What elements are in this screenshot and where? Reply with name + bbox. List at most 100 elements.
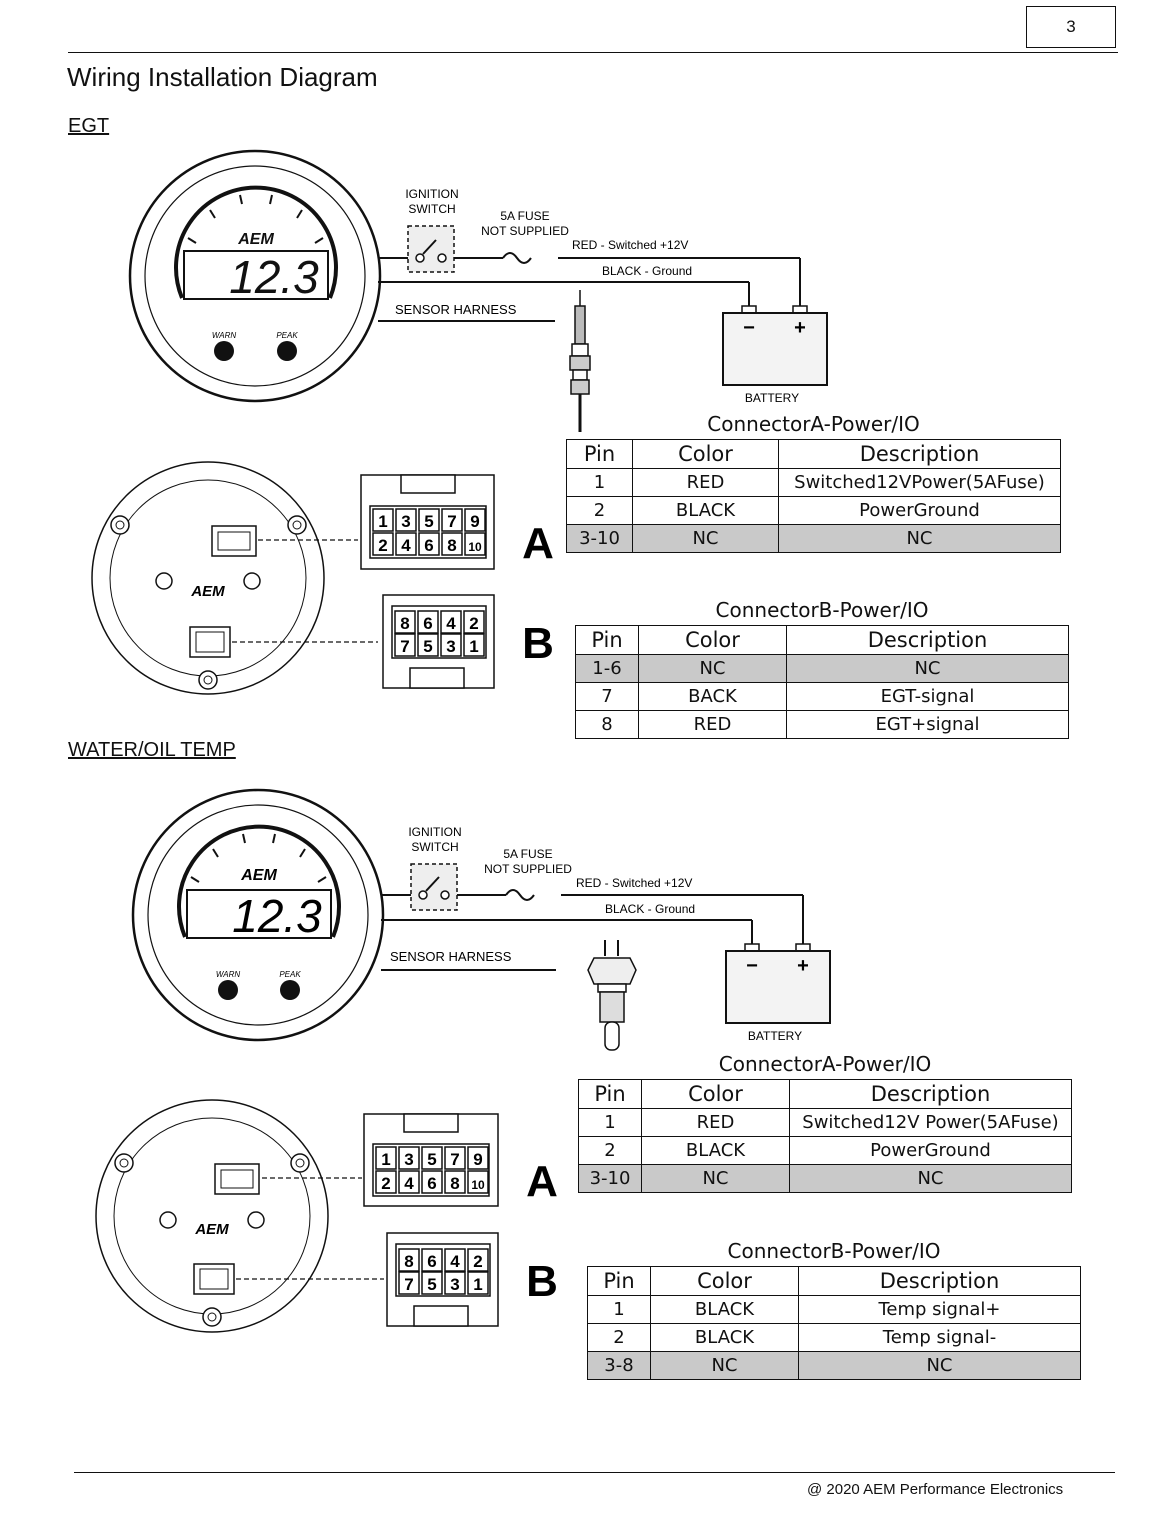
pin-number-b-top: 4 [446, 614, 456, 633]
pin-cell: 1 [566, 468, 633, 497]
description-cell: NC [789, 1164, 1072, 1193]
table-row: 2 BLACK PowerGround [566, 496, 1061, 525]
sensor-harness-label: SENSOR HARNESS [395, 302, 517, 317]
pin-number-a-top: 9 [473, 1150, 482, 1169]
color-cell: BLACK [650, 1323, 799, 1352]
pin-cell: 2 [566, 496, 633, 525]
pin-number-a-bottom: 2 [381, 1174, 390, 1193]
table-row: 1 BLACK Temp signal+ [587, 1295, 1081, 1324]
pin-box [372, 532, 394, 556]
color-cell: BLACK [650, 1295, 799, 1324]
pin-box [394, 633, 416, 657]
table-row: 1 RED Switched12VPower(5AFuse) [566, 468, 1061, 497]
table-header-row: Pin Color Description [575, 625, 1069, 655]
sensor-harness-label: SENSOR HARNESS [390, 949, 512, 964]
battery: − + [725, 943, 831, 1024]
pin-number-a-bottom: 10 [468, 540, 482, 554]
pin-cell: 3-10 [578, 1164, 642, 1193]
pin-box [418, 532, 440, 556]
ignition-label: IGNITION [405, 187, 458, 201]
pin-box [444, 1271, 466, 1295]
pin-number-a-top: 1 [378, 512, 387, 531]
section-title-egt: EGT [68, 115, 110, 137]
ignition-switch [407, 225, 455, 273]
pin-number-b-bottom: 5 [423, 637, 432, 656]
color-cell: NC [641, 1164, 790, 1193]
pin-number-b-bottom: 7 [404, 1275, 413, 1294]
footer-rule [74, 1472, 1115, 1473]
pin-box [441, 508, 463, 532]
pin-cell: 1 [578, 1108, 642, 1137]
peak-button [280, 980, 300, 1000]
ignition-label-2: SWITCH [411, 840, 458, 854]
warn-label: WARN [212, 331, 237, 340]
header-color: Color [632, 439, 779, 469]
pin-number-b-bottom: 5 [427, 1275, 436, 1294]
red-wire-label: RED - Switched +12V [572, 238, 688, 252]
connector-b-table: Pin Color Description 1 BLACK Temp signa… [587, 1266, 1081, 1380]
connector-a-title: ConnectorA-Power/IO [718, 1052, 932, 1076]
pin-number-b-top: 4 [450, 1252, 460, 1271]
pin-number-a-bottom: 2 [378, 536, 387, 555]
pin-box [421, 1146, 443, 1170]
gauge-brand-logo: AEM [237, 231, 274, 248]
pin-box [394, 610, 416, 634]
pin-box [467, 1170, 489, 1194]
table-header-row: Pin Color Description [578, 1079, 1072, 1109]
connector-a-table: Pin Color Description 1 RED Switched12V … [578, 1079, 1072, 1193]
pin-box [398, 1271, 420, 1295]
description-cell: PowerGround [778, 496, 1061, 525]
pin-number-a-top: 1 [381, 1150, 390, 1169]
gauge-display: 12.3 [229, 251, 319, 303]
description-cell: NC [778, 524, 1061, 553]
pin-number-a-bottom: 8 [447, 536, 456, 555]
pin-box [444, 1146, 466, 1170]
ignition-switch [410, 863, 458, 911]
pin-number-a-bottom: 6 [424, 536, 433, 555]
table-row: 2 BLACK Temp signal- [587, 1323, 1081, 1352]
pin-number-b-bottom: 1 [473, 1275, 482, 1294]
battery-plus: + [794, 317, 806, 339]
table-row: 2 BLACK PowerGround [578, 1136, 1072, 1165]
battery-label: BATTERY [748, 1029, 802, 1043]
description-cell: NC [798, 1351, 1081, 1380]
pin-cell: 3-8 [587, 1351, 651, 1380]
pin-box [375, 1146, 397, 1170]
color-cell: BLACK [641, 1136, 790, 1165]
temp-sensor-icon [587, 940, 637, 1051]
pin-box [440, 610, 462, 634]
description-cell: PowerGround [789, 1136, 1072, 1165]
color-cell: RED [632, 468, 779, 497]
pin-number-a-bottom: 10 [471, 1178, 485, 1192]
pin-box [467, 1248, 489, 1272]
table-row: 3-10 NC NC [578, 1164, 1072, 1193]
header-pin: Pin [578, 1079, 642, 1109]
pin-box [463, 610, 485, 634]
pin-number-b-bottom: 7 [400, 637, 409, 656]
pin-box [398, 1146, 420, 1170]
page-title: Wiring Installation Diagram [67, 62, 378, 92]
pin-number-a-bottom: 4 [404, 1174, 414, 1193]
color-cell: BLACK [632, 496, 779, 525]
gauge-front: AEM 12.3 WARN PEAK [128, 149, 382, 403]
pin-number-b-top: 8 [400, 614, 409, 633]
pin-box [421, 1248, 443, 1272]
egt-wiring-diagram: AEM 12.3 WARN PEAK IGNITION SWITCH 5A FU… [91, 149, 828, 695]
color-cell: RED [638, 710, 787, 739]
table-row: 8 RED EGT+signal [575, 710, 1069, 739]
battery-minus: − [743, 317, 755, 339]
header-description: Description [789, 1079, 1072, 1109]
pin-box [464, 532, 486, 556]
connector-b-title: ConnectorB-Power/IO [715, 598, 929, 622]
black-wire-label: BLACK - Ground [605, 902, 695, 916]
pin-number-b-top: 6 [423, 614, 432, 633]
description-cell: EGT-signal [786, 682, 1069, 711]
header-description: Description [786, 625, 1069, 655]
peak-label: PEAK [279, 970, 301, 979]
water-oil-temp-wiring-diagram: AEM 12.3 WARN PEAK IGNITION SWITCH 5A FU… [95, 788, 831, 1333]
pin-box [395, 508, 417, 532]
pin-number-a-bottom: 8 [450, 1174, 459, 1193]
pin-box [421, 1170, 443, 1194]
pin-box [398, 1170, 420, 1194]
pin-cell: 1-6 [575, 654, 639, 683]
